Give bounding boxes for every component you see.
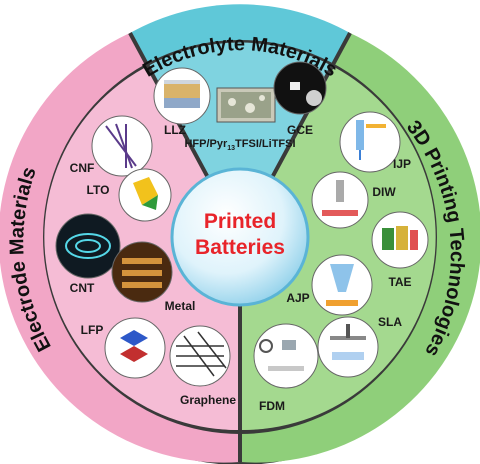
cnt-label: CNT <box>70 281 95 295</box>
lto-image <box>118 168 172 222</box>
lfp-image <box>104 317 166 379</box>
gce-image <box>273 61 327 115</box>
fdm-image <box>253 323 319 389</box>
hfp-image <box>216 87 276 123</box>
center-circle <box>170 167 310 307</box>
lfp-label: LFP <box>81 323 104 337</box>
llz-image <box>153 67 211 125</box>
center-title-line2: Batteries <box>195 236 285 259</box>
sla-image <box>317 316 379 378</box>
metal-image <box>111 241 173 303</box>
cnf-image <box>91 115 153 177</box>
lto-label: LTO <box>87 183 110 197</box>
metal-label: Metal <box>165 299 196 313</box>
fdm-label: FDM <box>259 399 285 413</box>
ajp-label: AJP <box>286 291 309 305</box>
gce-label: GCE <box>287 123 313 137</box>
tae-label: TAE <box>388 275 411 289</box>
ijp-image <box>339 111 401 173</box>
sla-label: SLA <box>378 315 402 329</box>
graphene-image <box>169 325 231 387</box>
cnt-image <box>55 213 121 279</box>
diw-label: DIW <box>372 185 396 199</box>
ajp-image <box>311 254 373 316</box>
center-title-line1: Printed <box>204 210 276 233</box>
llz-label: LLZ <box>164 123 186 137</box>
ijp-label: IJP <box>393 157 411 171</box>
cnf-label: CNF <box>70 161 95 175</box>
diw-image <box>311 171 369 229</box>
tae-image <box>371 211 429 269</box>
graphene-label: Graphene <box>180 393 236 407</box>
hfp-label: HFP/Pyr13TFSI/LiTFSI <box>184 138 295 152</box>
